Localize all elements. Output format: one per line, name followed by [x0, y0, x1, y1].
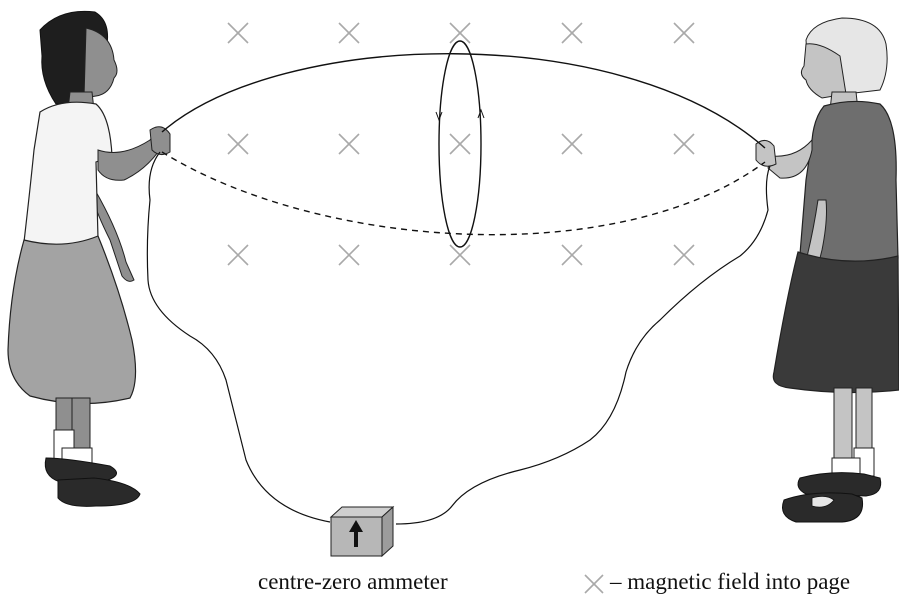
left-person-shirt [23, 101, 113, 246]
left-person-face [83, 27, 118, 99]
ammeter-caption: centre-zero ammeter [258, 569, 448, 594]
wire-upper-arc [161, 53, 766, 149]
field-cross-icon [449, 244, 471, 266]
field-cross-icon [449, 22, 471, 44]
wire-lower-arc [161, 151, 766, 236]
magnetic-field-crosses [227, 22, 695, 266]
right-person [755, 17, 899, 523]
left-person [7, 10, 171, 507]
field-cross-icon [338, 133, 360, 155]
field-cross-icon [449, 133, 471, 155]
right-person-shoe-strap [811, 496, 835, 508]
left-person-shoe-front [57, 477, 141, 507]
rotation-arrow-up-icon [477, 108, 485, 119]
field-cross-icon [561, 22, 583, 44]
right-person-leg-front [833, 387, 853, 467]
rotation-arrow-down-icon [435, 111, 443, 122]
right-person-face [800, 43, 847, 99]
field-cross-icon [673, 22, 695, 44]
rope-rotation-loop [438, 40, 482, 248]
right-person-shoe-back [797, 472, 882, 497]
legend-label: – magnetic field into page [610, 569, 851, 594]
up-arrow-icon [349, 520, 363, 547]
left-person-leg-front [71, 397, 91, 451]
lead-wire-left [146, 151, 331, 523]
field-cross-icon [673, 244, 695, 266]
left-person-hand [149, 126, 171, 156]
field-cross-icon [338, 22, 360, 44]
field-cross-icon [561, 133, 583, 155]
ammeter [329, 505, 395, 558]
left-person-skirt [7, 235, 137, 405]
left-person-front-arm [97, 127, 167, 181]
left-person-shoe-back [44, 457, 117, 483]
field-cross-icon [561, 244, 583, 266]
right-person-shoe-front [782, 492, 864, 523]
right-person-skirt [772, 251, 899, 394]
field-cross-icon [673, 133, 695, 155]
field-cross-icon [227, 22, 249, 44]
lead-wire-right [395, 165, 771, 525]
legend-cross-icon [584, 574, 604, 594]
field-cross-icon [338, 244, 360, 266]
field-cross-icon [227, 244, 249, 266]
field-cross-icon [227, 133, 249, 155]
right-person-hand [755, 140, 777, 167]
